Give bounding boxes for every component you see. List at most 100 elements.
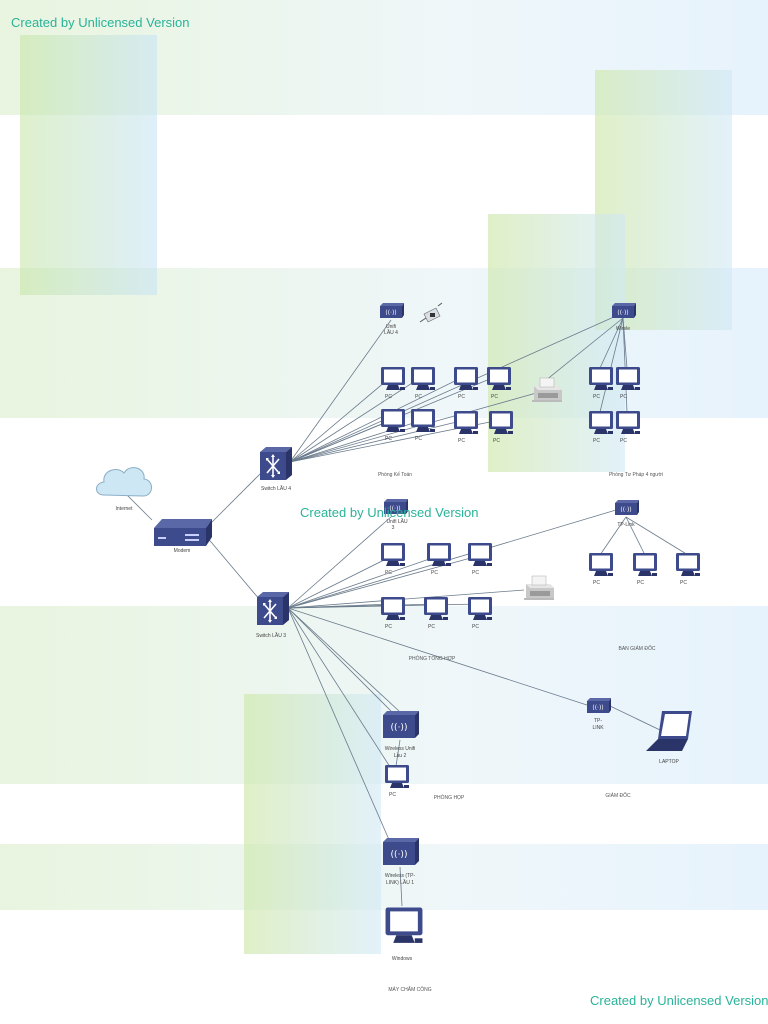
network-link	[395, 739, 401, 767]
windows-pc-icon	[385, 907, 423, 943]
pc-icon	[427, 543, 451, 566]
network-link	[289, 375, 466, 463]
tplink-gd-label-1: TP-	[594, 718, 602, 724]
printer-icon	[531, 377, 563, 403]
wireless-top-icon	[612, 303, 636, 318]
pc-icon	[381, 367, 405, 390]
switch-lau4-icon	[259, 446, 292, 481]
wireless-tplink-lau1-label-2: LINK) LẦU 1	[386, 879, 414, 886]
modem-icon	[154, 519, 212, 546]
pc-icon	[385, 765, 409, 788]
tplink-gd-icon	[587, 698, 611, 713]
network-link	[287, 555, 439, 609]
pc-label: PC	[593, 394, 600, 400]
network-link	[599, 317, 624, 413]
pc-label: PC	[593, 580, 600, 586]
pc-icon	[468, 543, 492, 566]
network-link	[289, 315, 617, 463]
network-link	[289, 419, 393, 463]
pc-icon	[616, 411, 640, 434]
pc-icon	[411, 367, 435, 390]
network-link	[287, 607, 391, 843]
unifi-lau4-label-2: LẦU 4	[384, 329, 398, 336]
satellite-icon	[419, 302, 443, 323]
pc-label: PC	[385, 624, 392, 630]
unifi-lau4-label-1: Unifi	[386, 324, 396, 330]
switch-lau4-label: Switch LẦU 4	[261, 485, 291, 492]
pc-label: PC	[415, 436, 422, 442]
network-link	[539, 317, 624, 386]
pc-icon	[489, 411, 513, 434]
pc-icon	[424, 597, 448, 620]
pc-label: PC	[458, 394, 465, 400]
modem-label: Modem	[174, 548, 191, 554]
network-link	[289, 375, 424, 463]
pc-label: PC	[389, 792, 396, 798]
internet-label: Internet	[116, 506, 134, 512]
pc-label: PC	[385, 570, 392, 576]
network-link	[287, 589, 525, 609]
pc-icon	[454, 411, 478, 434]
pc-icon	[381, 543, 405, 566]
network-link	[625, 516, 646, 556]
pc-label: PC	[428, 624, 435, 630]
pc-icon	[411, 409, 435, 432]
network-link	[599, 516, 627, 556]
background-panel	[244, 694, 381, 954]
wireless-unifi-lau2-icon	[383, 711, 419, 738]
background-band	[0, 606, 768, 784]
pc-label: PC	[458, 438, 465, 444]
network-link	[287, 607, 393, 771]
wireless-top-label: Wirele	[616, 326, 630, 332]
wireless-tplink-lau1-label-1: Wireless (TP-	[385, 873, 416, 879]
unifi-lau4-icon	[380, 303, 404, 318]
network-link	[287, 515, 393, 609]
area-caption-ban-giam-doc: BAN GIÁM ĐỐC	[619, 645, 656, 652]
area-caption-phong-hop: PHÒNG HỌP	[434, 794, 465, 801]
network-link	[289, 375, 393, 463]
internet-cloud-icon	[96, 467, 152, 497]
network-link	[625, 516, 689, 556]
network-links	[126, 315, 689, 907]
wireless-unifi-lau2-label-2: Lầu 2	[394, 753, 407, 759]
pc-icon	[381, 597, 405, 620]
network-link	[287, 607, 401, 713]
pc-label: PC	[620, 438, 627, 444]
pc-label: PC	[385, 436, 392, 442]
network-link	[287, 555, 393, 609]
watermark-text: Created by Unlicensed Version	[11, 15, 190, 30]
tplink-top-icon	[615, 500, 639, 515]
pc-label: PC	[491, 394, 498, 400]
pc-icon	[616, 367, 640, 390]
tplink-top-label: TP-Link	[617, 522, 635, 528]
wireless-tplink-lau1-icon	[383, 838, 419, 865]
background-panel	[20, 35, 157, 295]
pc-icon	[381, 409, 405, 432]
pc-icon	[487, 367, 511, 390]
laptop-label: LAPTOP	[659, 759, 679, 765]
area-caption-phong-ke-toan: Phòng Kế Toán	[378, 472, 412, 478]
network-link	[287, 509, 617, 609]
pc-label: PC	[637, 580, 644, 586]
unifi-lau3-label-2: 3	[392, 525, 395, 531]
watermark-text: Created by Unlicensed Version	[300, 505, 479, 520]
area-caption-may-cham-cong: MÁY CHẤM CÔNG	[388, 986, 431, 993]
printer-icon	[523, 575, 555, 601]
watermark-text: Created by Unlicensed Version	[590, 993, 768, 1008]
network-link	[287, 607, 393, 713]
pc-label: PC	[431, 570, 438, 576]
pc-label: PC	[385, 394, 392, 400]
network-link	[289, 419, 466, 463]
area-caption-phong-tong-hop: PHÒNG TỔNG HỢP	[409, 655, 456, 662]
pc-label: PC	[415, 394, 422, 400]
pc-icon	[589, 367, 613, 390]
switch-lau3-label: Switch LẦU 3	[256, 632, 286, 639]
pc-icon	[676, 553, 700, 576]
laptop-icon	[646, 711, 692, 751]
network-link	[399, 866, 403, 907]
network-link	[622, 317, 628, 413]
pc-icon	[589, 553, 613, 576]
pc-label: PC	[472, 570, 479, 576]
network-link	[126, 494, 153, 521]
